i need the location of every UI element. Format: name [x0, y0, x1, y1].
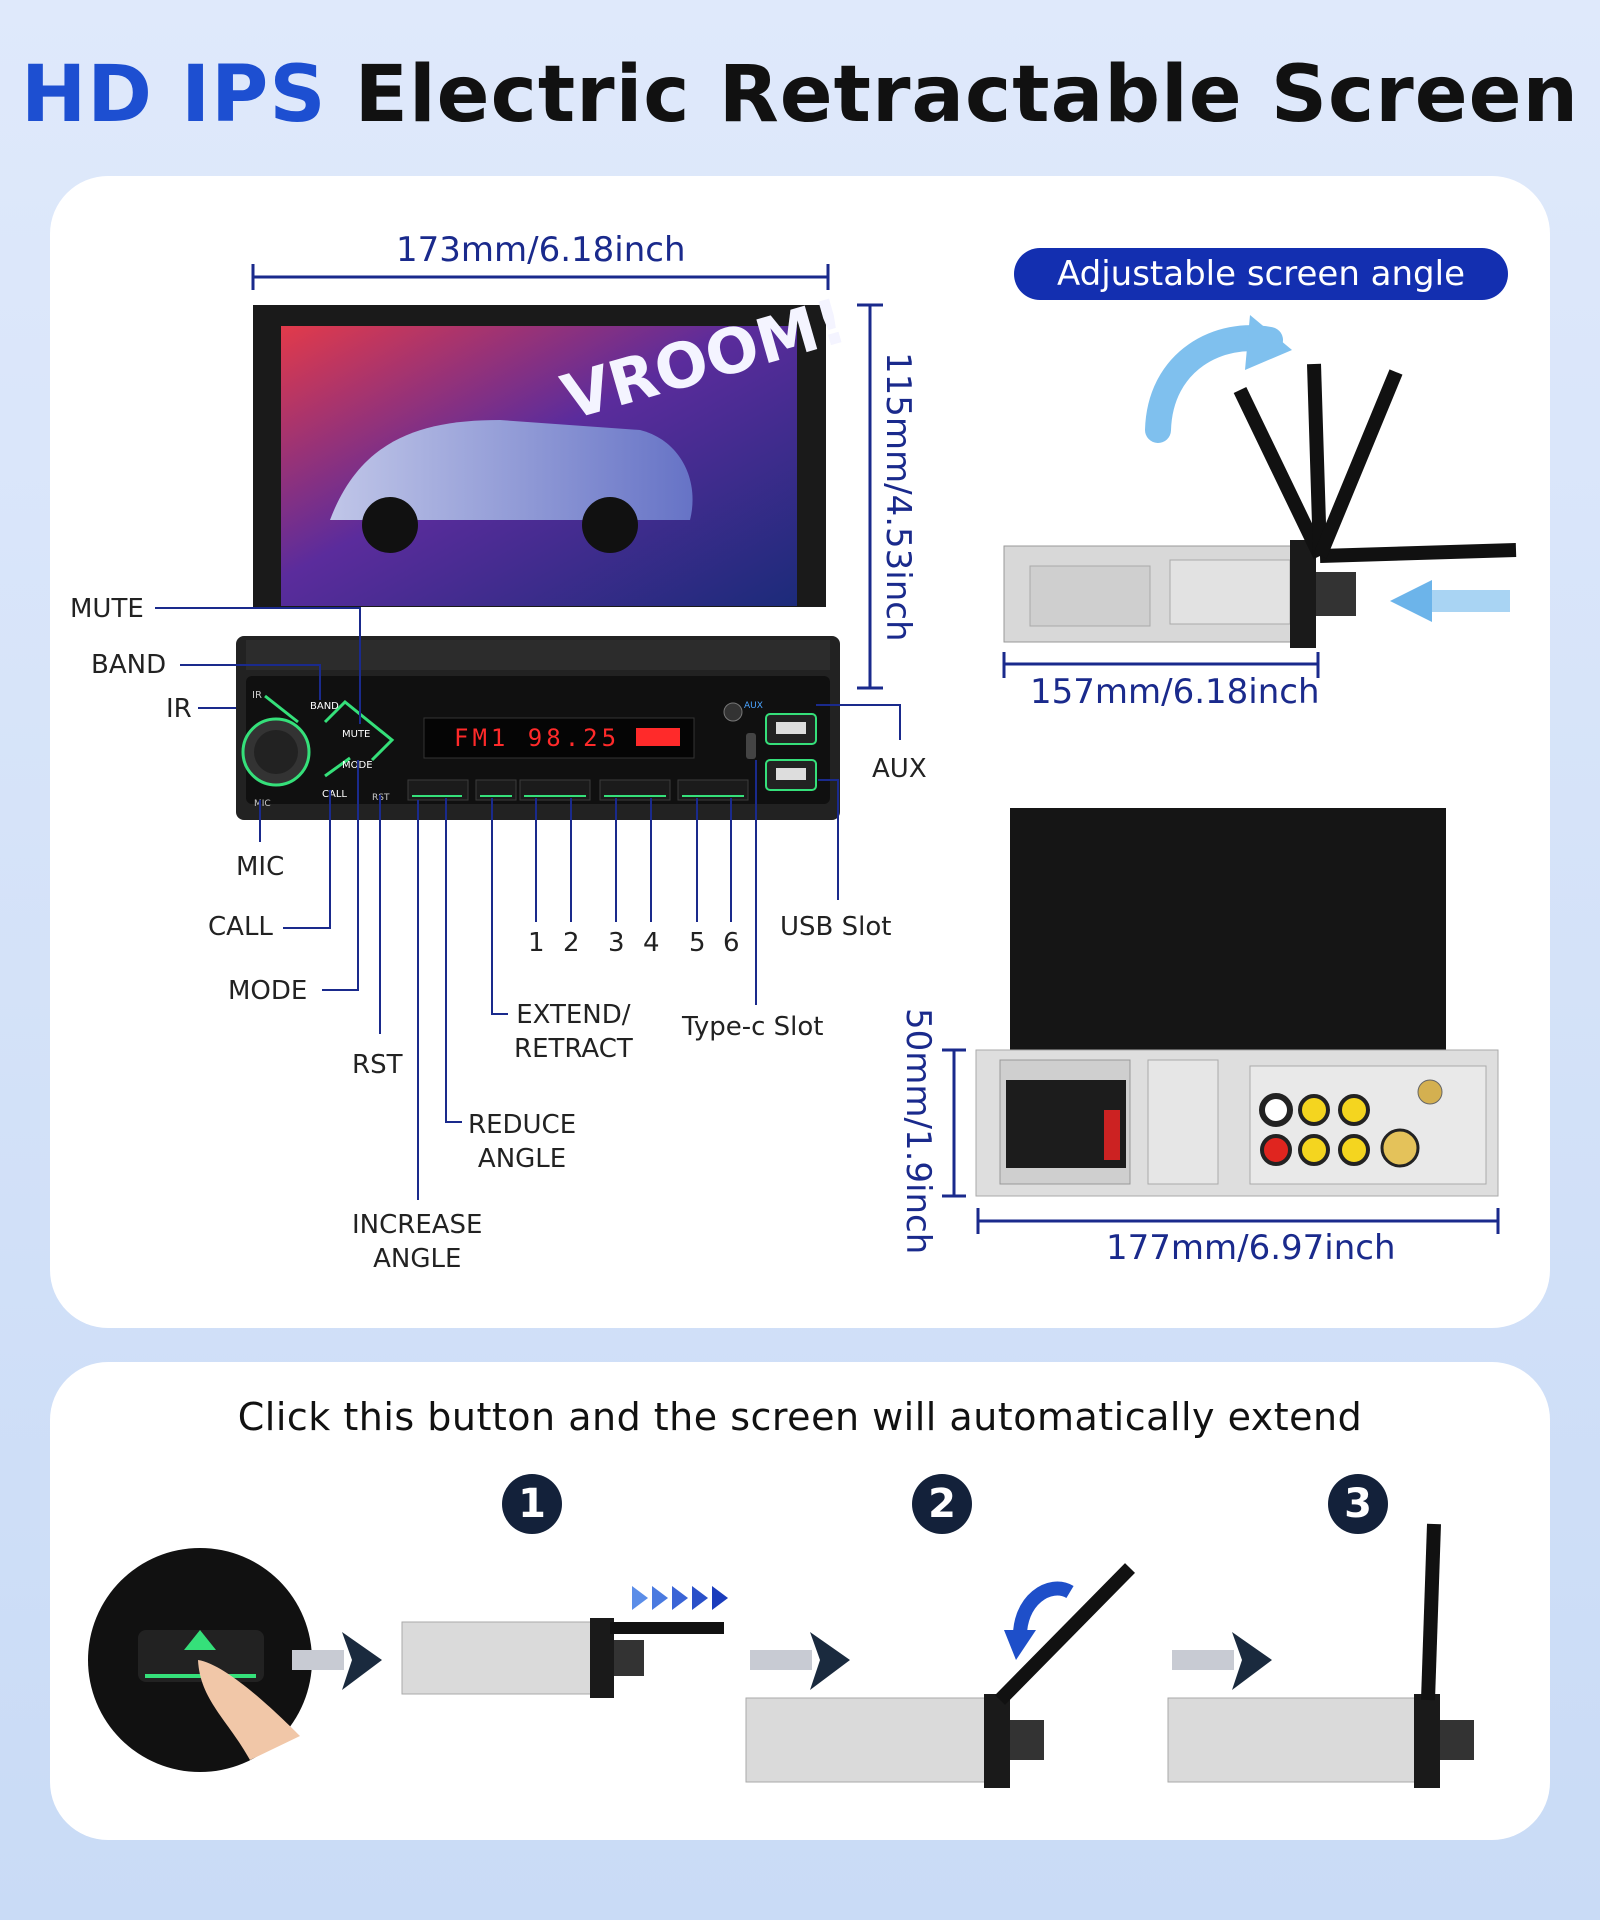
finger-image: [198, 1660, 300, 1760]
preset-3-label: 3: [608, 928, 625, 958]
callout-lines: [155, 607, 901, 1200]
steps-caption: Click this button and the screen will au…: [237, 1395, 1363, 1439]
preset-1-label: 1: [528, 928, 545, 958]
back-width-dimension-line: [976, 1208, 1500, 1234]
reduce-angle-label: REDUCE ANGLE: [468, 1110, 577, 1174]
rst-label: RST: [352, 1050, 403, 1080]
title-rest: Electric Retractable Screen: [354, 50, 1580, 140]
step2-unit: [745, 1563, 1135, 1788]
step-2-badge: 2: [912, 1474, 972, 1534]
step-1-badge: 1: [502, 1474, 562, 1534]
preset-2-label: 2: [563, 928, 580, 958]
step3-unit: [1167, 1523, 1474, 1788]
rca-jacks: [1259, 1079, 1443, 1168]
typec-label: Type-c Slot: [682, 1012, 824, 1042]
usb-slot-label: USB Slot: [780, 912, 892, 942]
typec-port: [746, 733, 756, 759]
step1-unit: [401, 1586, 728, 1698]
back-height-dimension-line: [942, 1048, 966, 1198]
front-height-dimension-line: [857, 303, 883, 690]
band-label: BAND: [91, 650, 167, 680]
back-view-unit: [975, 808, 1499, 1197]
step-arrows: [292, 1632, 1272, 1690]
aux-port: [723, 702, 743, 722]
side-depth-dimension-line: [1002, 652, 1320, 678]
mode-label: MODE: [228, 976, 308, 1006]
back-width-label: 177mm/6.97inch: [1106, 1228, 1396, 1268]
mute-label: MUTE: [70, 594, 144, 624]
extend-retract-label: EXTEND/ RETRACT: [514, 1000, 633, 1064]
page-title: HD IPS Electric Retractable Screen: [0, 50, 1600, 140]
increase-angle-label: INCREASE ANGLE: [352, 1210, 483, 1274]
insert-arrow-icon: [1430, 590, 1510, 612]
adjustable-angle-pill: Adjustable screen angle: [1014, 248, 1508, 300]
step-3-badge: 3: [1328, 1474, 1388, 1534]
panel-ir-label: IR: [252, 690, 262, 701]
ir-label: IR: [166, 694, 192, 724]
aux-label: AUX: [872, 754, 927, 784]
preset-6-label: 6: [723, 928, 740, 958]
front-height-label: 115mm/4.53inch: [878, 352, 918, 642]
front-width-label: 173mm/6.18inch: [396, 230, 686, 270]
panel-mic-label: MIC: [254, 799, 271, 809]
race-car-image: [330, 420, 693, 520]
panel-aux-label: AUX: [744, 701, 763, 711]
mic-label: MIC: [236, 852, 285, 882]
preset-5-label: 5: [689, 928, 706, 958]
title-highlight: HD IPS: [20, 50, 327, 140]
extend-button-icon: [184, 1630, 216, 1650]
front-width-dimension-line: [251, 264, 830, 290]
panel-call-label: CALL: [322, 789, 347, 800]
lcd-frequency-text: FM1 98.25: [454, 724, 620, 752]
call-label: CALL: [208, 912, 273, 942]
panel-band-label: BAND: [310, 701, 339, 712]
preset-4-label: 4: [643, 928, 660, 958]
rotate-down-arrow-icon: [1004, 1630, 1036, 1660]
back-height-label: 50mm/1.9inch: [898, 1008, 938, 1255]
panel-mute-label: MUTE: [342, 729, 370, 740]
side-view-unit: [1003, 363, 1517, 648]
side-depth-label: 157mm/6.18inch: [1030, 672, 1320, 712]
